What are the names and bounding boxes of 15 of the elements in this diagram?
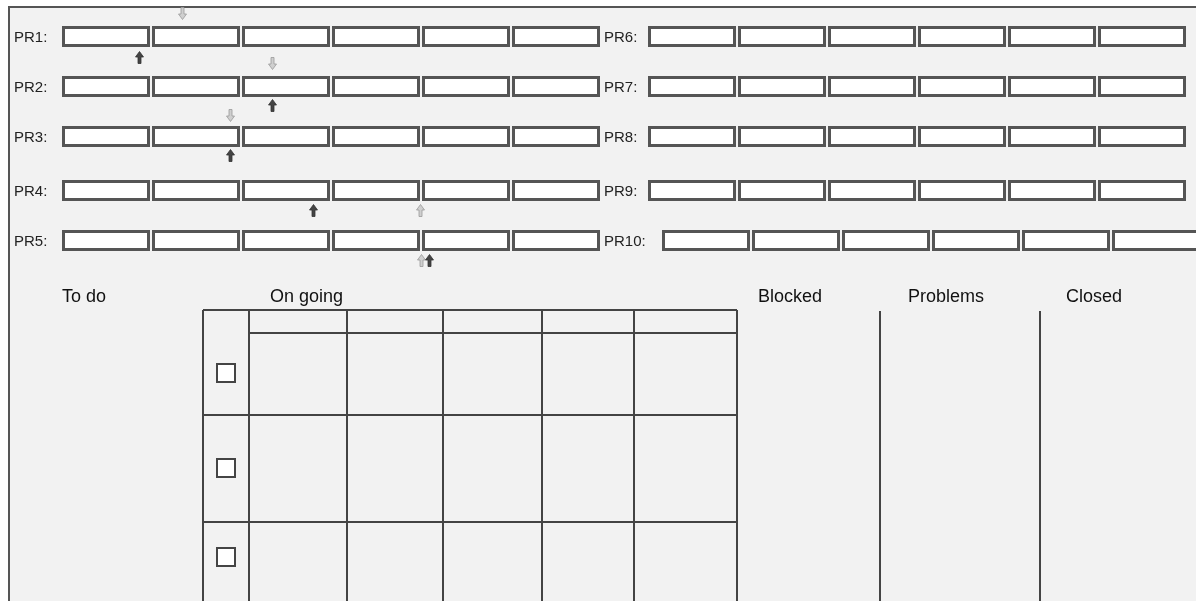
row-label: PR6: [604,27,638,47]
row-label: PR7: [604,77,638,97]
row-label: PR1: [14,27,48,47]
column-heading: On going [270,285,344,307]
column-heading: Blocked [758,285,823,307]
row-label: PR9: [604,181,638,201]
column-heading: Problems [908,285,985,307]
row-label: PR5: [14,231,48,251]
row-label: PR4: [14,181,48,201]
row-label: PR3: [14,127,48,147]
row-label: PR8: [604,127,638,147]
column-heading: Closed [1066,285,1123,307]
row-label: PR2: [14,77,48,97]
column-heading: To do [62,285,107,307]
row-label: PR10: [604,231,646,251]
